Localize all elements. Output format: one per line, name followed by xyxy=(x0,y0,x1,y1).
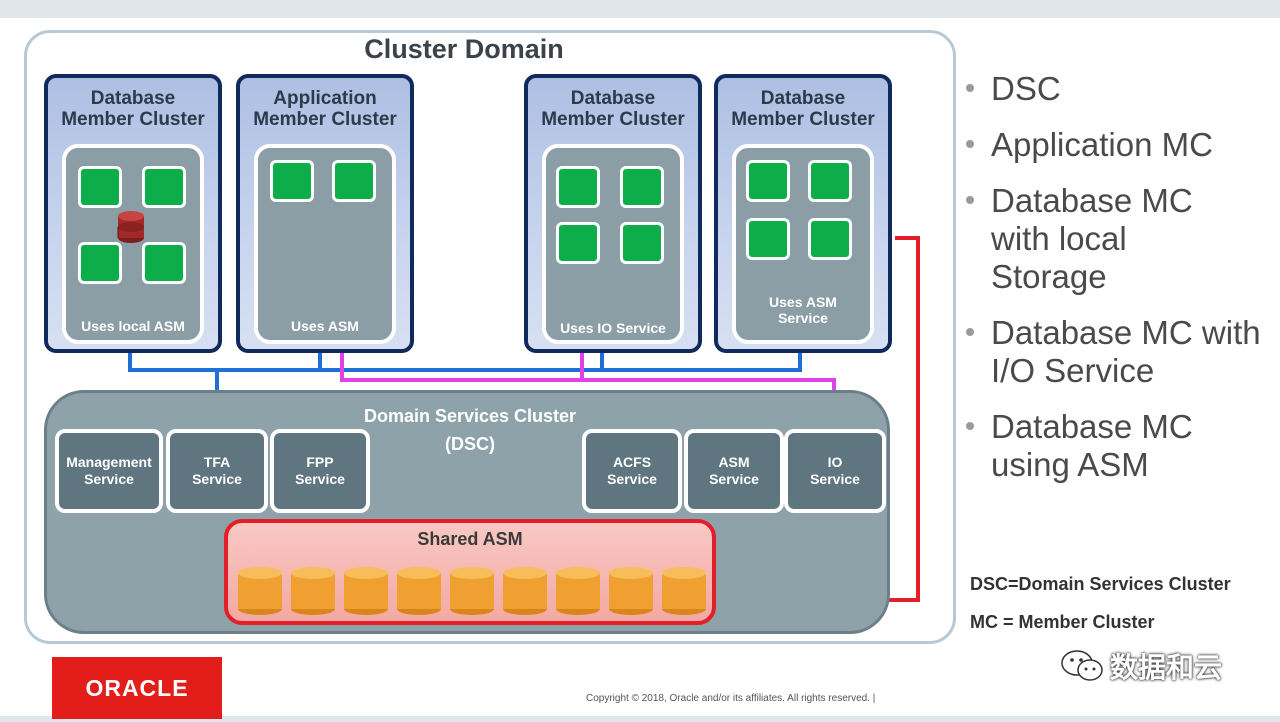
asm-service: ASM Service xyxy=(684,429,784,513)
member-cluster-caption: Uses IO Service xyxy=(560,320,666,336)
management-service: Management Service xyxy=(55,429,163,513)
member-cluster-node-area: Uses ASM xyxy=(254,144,396,344)
shared-asm-title: Shared ASM xyxy=(417,529,523,549)
bullet-dot xyxy=(966,196,974,204)
bullet-item: Database MC with I/O Service xyxy=(966,314,1266,390)
member-cluster-title: Database Member Cluster xyxy=(541,88,685,130)
bullet-text: Database MC with I/O Service xyxy=(991,314,1261,389)
member-cluster-node-area: Uses IO Service xyxy=(542,144,684,344)
shared-asm-disk xyxy=(662,567,706,615)
shared-asm-disk xyxy=(450,567,494,615)
dsc-title-line-2: (DSC) xyxy=(445,434,495,454)
cluster-node xyxy=(620,166,664,208)
member-cluster-title: Database Member Cluster xyxy=(731,88,875,130)
shared-asm-disk xyxy=(609,567,653,615)
member-cluster-caption: Uses ASM xyxy=(291,318,359,334)
cluster-node xyxy=(332,160,376,202)
cluster-node xyxy=(746,218,790,260)
shared-asm-disk xyxy=(503,567,547,615)
io-service: IO Service xyxy=(784,429,886,513)
acfs-service: ACFS Service xyxy=(582,429,682,513)
watermark-text: 数据和云 xyxy=(1110,652,1223,683)
bullet-text: Database MC with local Storage xyxy=(991,182,1193,295)
shared-asm-disk xyxy=(556,567,600,615)
bullet-text: Database MC using ASM xyxy=(991,408,1193,483)
member-cluster-title: Application Member Cluster xyxy=(253,88,397,130)
cluster-node xyxy=(556,222,600,264)
cluster-node xyxy=(78,242,122,284)
member-cluster-node-area: Uses local ASM xyxy=(62,144,204,344)
shared-asm-disk xyxy=(291,567,335,615)
cluster-node xyxy=(270,160,314,202)
bullet-list: DSC Application MC Database MC with loca… xyxy=(966,70,1266,502)
cluster-node xyxy=(142,166,186,208)
cluster-node xyxy=(808,218,852,260)
bullet-item: Database MC using ASM xyxy=(966,408,1266,484)
bullet-dot xyxy=(966,140,974,148)
note-dsc-definition: DSC=Domain Services Cluster xyxy=(970,574,1231,594)
shared-asm: Shared ASM xyxy=(224,519,716,625)
cluster-node xyxy=(746,160,790,202)
bullet-text: Application MC xyxy=(991,126,1213,163)
member-cluster-database-io-service: Database Member Cluster Uses IO Service xyxy=(524,74,702,353)
bullet-text: DSC xyxy=(991,70,1061,107)
bullet-dot xyxy=(966,422,974,430)
dsc-title: Domain Services Cluster (DSC) xyxy=(330,402,610,458)
cluster-domain-title: Cluster Domain xyxy=(364,34,564,64)
chat-bubbles-icon xyxy=(1061,650,1103,681)
cluster-node xyxy=(556,166,600,208)
slide-top-band xyxy=(0,0,1280,18)
shared-asm-disk xyxy=(397,567,441,615)
bullet-item: DSC xyxy=(966,70,1266,108)
copyright-text: Copyright © 2018, Oracle and/or its affi… xyxy=(586,693,876,704)
cluster-node xyxy=(808,160,852,202)
member-cluster-database-local-asm: Database Member Cluster Uses local ASM xyxy=(44,74,222,353)
member-cluster-node-area: Uses ASM Service xyxy=(732,144,874,344)
bullet-item: Database MC with local Storage xyxy=(966,182,1266,296)
oracle-logo: ORACLE xyxy=(52,657,222,719)
blue-link-member-1 xyxy=(128,352,802,372)
tfa-service: TFA Service xyxy=(166,429,268,513)
note-mc-definition: MC = Member Cluster xyxy=(970,612,1155,632)
bullet-item: Application MC xyxy=(966,126,1266,164)
slide-bottom-band xyxy=(0,716,1280,722)
fpp-service: FPP Service xyxy=(270,429,370,513)
bullet-dot xyxy=(966,84,974,92)
cluster-node xyxy=(620,222,664,264)
member-cluster-caption: Uses local ASM xyxy=(81,318,185,334)
shared-asm-disk xyxy=(238,567,282,615)
member-cluster-caption: Uses ASM Service xyxy=(769,294,837,326)
cluster-node xyxy=(142,242,186,284)
database-storage-icon xyxy=(117,211,144,243)
member-cluster-title: Database Member Cluster xyxy=(61,88,205,130)
shared-asm-disk xyxy=(344,567,388,615)
dsc-title-line-1: Domain Services Cluster xyxy=(363,406,577,426)
member-cluster-database-asm-service: Database Member Cluster Uses ASM Service xyxy=(714,74,892,353)
cluster-node xyxy=(78,166,122,208)
bullet-dot xyxy=(966,328,974,336)
watermark: 数据和云 xyxy=(1060,648,1222,684)
member-cluster-application: Application Member Cluster Uses ASM xyxy=(236,74,414,353)
